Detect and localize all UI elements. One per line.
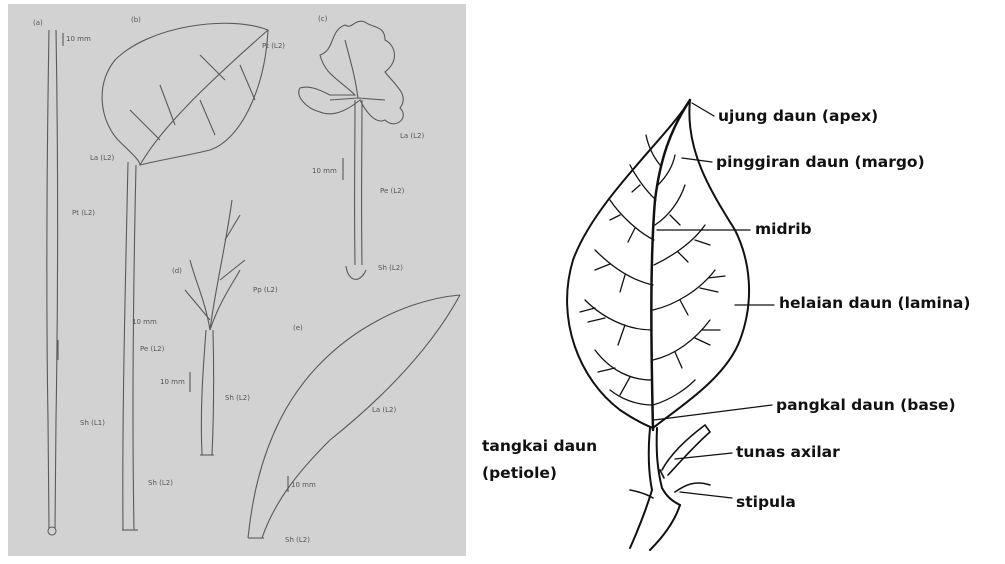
panel-letter-a: (a) xyxy=(33,20,43,27)
label-c-sh: Sh (L2) xyxy=(378,265,403,272)
panel-letter-d: (d) xyxy=(172,268,182,275)
label-b-pt: Pt (L2) xyxy=(262,43,285,50)
label-stipula: stipula xyxy=(736,493,796,512)
panel-letter-e: (e) xyxy=(293,325,303,332)
label-d-sh: Sh (L2) xyxy=(225,395,250,402)
petiole-stem xyxy=(630,428,680,550)
label-a-pt: Pt (L2) xyxy=(72,210,95,217)
label-e-la: La (L2) xyxy=(372,407,396,414)
scale-bar-a-label: 10 mm xyxy=(66,36,91,43)
label-apex: ujung daun (apex) xyxy=(718,107,878,126)
scale-bar-c-label: 10 mm xyxy=(312,168,337,175)
label-c-la: La (L2) xyxy=(400,133,424,140)
label-b-la: La (L2) xyxy=(90,155,114,162)
label-e-sh: Sh (L2) xyxy=(285,537,310,544)
leaf-types-figure: (a) (b) (c) (d) (e) 10 mm 10 mm 10 mm 10… xyxy=(0,0,470,564)
label-lamina: helaian daun (lamina) xyxy=(779,294,970,313)
leaf-types-drawing xyxy=(0,0,470,564)
panel-letter-c: (c) xyxy=(318,16,327,23)
scale-bar-e-label: 10 mm xyxy=(291,482,316,489)
scale-bar-b-label: 10 mm xyxy=(132,319,157,326)
label-midrib: midrib xyxy=(755,220,812,239)
label-petiole-line2: (petiole) xyxy=(482,464,557,483)
leaf-blade xyxy=(567,100,749,428)
midrib-vein xyxy=(651,100,690,430)
label-a-sh: Sh (L1) xyxy=(80,420,105,427)
panel-letter-b: (b) xyxy=(131,17,141,24)
leaf-morphology-diagram: ujung daun (apex) pinggiran daun (margo)… xyxy=(470,0,1005,564)
label-petiole-line1: tangkai daun xyxy=(482,437,597,456)
label-d-pp: Pp (L2) xyxy=(253,287,278,294)
label-b-pe: Pe (L2) xyxy=(140,346,164,353)
stipule xyxy=(630,483,710,498)
axillary-bud xyxy=(660,425,710,478)
label-b-sh: Sh (L2) xyxy=(148,480,173,487)
label-margo: pinggiran daun (margo) xyxy=(716,153,925,172)
label-c-pe: Pe (L2) xyxy=(380,188,404,195)
label-axilar: tunas axilar xyxy=(736,443,840,462)
label-base: pangkal daun (base) xyxy=(776,396,956,415)
scale-bar-d-label: 10 mm xyxy=(160,379,185,386)
